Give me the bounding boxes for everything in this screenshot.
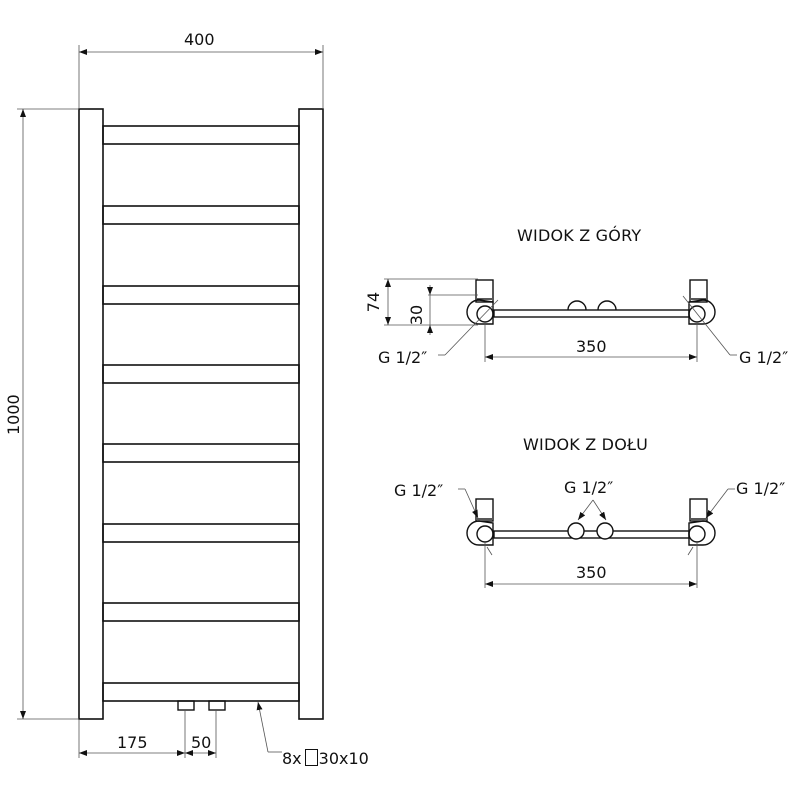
inlet-spacing-label: 50 [191, 733, 212, 752]
inlet-stub-left [177, 700, 195, 711]
rung [102, 443, 300, 463]
height-dimension-label: 1000 [4, 394, 23, 435]
bottom-view-right-connection: G 1/2″ [736, 479, 786, 498]
rung [102, 285, 300, 305]
rung [102, 205, 300, 225]
rung-callout: 8x 30x10 [282, 749, 369, 767]
dimension-width [78, 45, 324, 109]
top-view-bar [493, 309, 690, 318]
bottom-view-bar [493, 530, 690, 539]
top-view [384, 278, 737, 362]
width-dimension-label: 400 [184, 30, 215, 49]
bottom-view-right-bracket [688, 498, 716, 546]
top-view-title: WIDOK Z GÓRY [517, 226, 642, 245]
rung [102, 682, 300, 702]
top-view-dimensions [384, 278, 737, 362]
bottom-view-left-bracket [466, 498, 494, 546]
top-view-right-bracket [688, 279, 716, 325]
rung-count: 8x [282, 749, 302, 768]
left-column [78, 108, 104, 720]
dimension-height [17, 108, 79, 720]
bottom-view [458, 488, 735, 588]
inlet-stub-right [208, 700, 226, 711]
bottom-view-inlet [567, 522, 585, 540]
top-view-left-bracket [466, 279, 494, 325]
inlet-offset-label: 175 [117, 733, 148, 752]
bottom-view-left-connection: G 1/2″ [394, 481, 444, 500]
bottom-view-inlet [596, 522, 614, 540]
top-view-inlet [597, 300, 617, 311]
rung-callout-leader [256, 701, 282, 753]
top-view-right-connection: G 1/2″ [739, 348, 789, 367]
top-view-left-connection: G 1/2″ [378, 348, 428, 367]
rung [102, 364, 300, 384]
bottom-view-spacing-label: 350 [576, 563, 607, 582]
bottom-view-dimensions [458, 488, 735, 588]
dimension-inlets [78, 710, 217, 758]
rungs [102, 125, 300, 702]
bottom-view-center-connection: G 1/2″ [564, 478, 614, 497]
rung [102, 523, 300, 543]
top-view-axis-offset-label: 30 [407, 304, 426, 326]
top-view-depth-label: 74 [364, 291, 383, 313]
rung [102, 125, 300, 145]
square-profile-icon [304, 749, 318, 766]
bottom-view-title: WIDOK Z DOŁU [523, 435, 649, 454]
rung-profile: 30x10 [318, 749, 369, 768]
top-view-spacing-label: 350 [576, 337, 607, 356]
front-view [17, 45, 324, 758]
top-view-inlet [567, 300, 587, 311]
right-column [298, 108, 324, 720]
rung [102, 602, 300, 622]
